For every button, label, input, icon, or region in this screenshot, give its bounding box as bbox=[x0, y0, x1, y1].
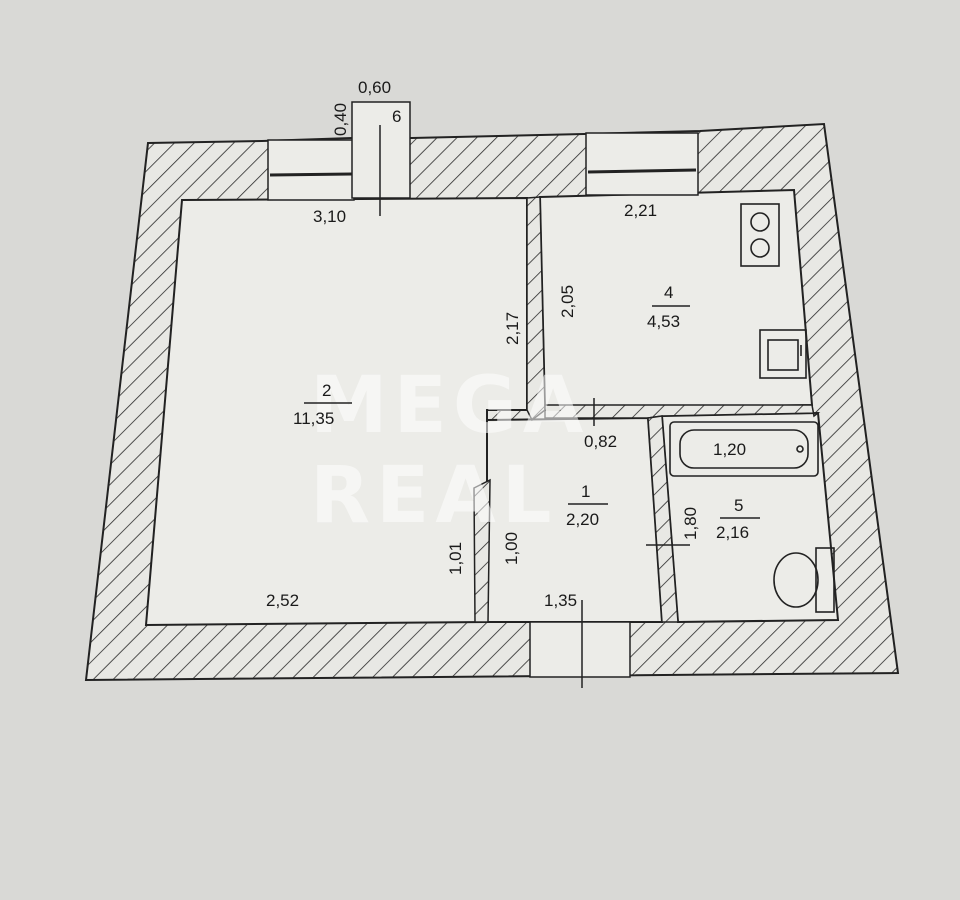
partition-room2-kitchen bbox=[526, 196, 546, 422]
balcony-depth: 0,40 bbox=[331, 103, 350, 136]
dim-kitchen-left: 2,05 bbox=[558, 285, 577, 318]
balcony-width: 0,60 bbox=[358, 78, 391, 97]
windows bbox=[267, 132, 699, 201]
svg-text:REAL: REAL bbox=[310, 451, 557, 541]
room-1-area: 2,20 bbox=[566, 510, 599, 529]
room-5-area: 2,16 bbox=[716, 523, 749, 542]
dim-hall-passage: 0,82 bbox=[584, 432, 617, 451]
dim-room1-left: 1,00 bbox=[502, 532, 521, 565]
dim-bathtub: 1,20 bbox=[713, 440, 746, 459]
room-1-number: 1 bbox=[581, 482, 590, 501]
balcony-box bbox=[351, 101, 411, 199]
room-2-number: 2 bbox=[322, 381, 331, 400]
watermark: MEGA REAL bbox=[310, 361, 589, 541]
room-labels bbox=[304, 305, 760, 519]
dim-room2-bottom: 2,52 bbox=[266, 591, 299, 610]
dim-room2-right: 2,17 bbox=[503, 312, 522, 345]
partition-hall-bath bbox=[647, 415, 679, 623]
room-5-number: 5 bbox=[734, 496, 743, 515]
svg-text:MEGA: MEGA bbox=[310, 361, 589, 451]
balcony-label: 6 bbox=[392, 107, 401, 126]
partition-kitchen-hall bbox=[544, 404, 821, 419]
dim-room2-top: 3,10 bbox=[313, 207, 346, 226]
partition-room2-hall bbox=[473, 478, 491, 623]
window-room2 bbox=[267, 139, 355, 201]
dim-room1-bottom: 1,35 bbox=[544, 591, 577, 610]
dim-bath-left: 1,80 bbox=[681, 507, 700, 540]
partitions bbox=[473, 196, 821, 623]
balcony bbox=[351, 101, 411, 216]
toilet-icon bbox=[773, 547, 835, 613]
bathtub-icon bbox=[669, 421, 819, 477]
sink-icon bbox=[759, 329, 807, 379]
room-2-area: 11,35 bbox=[293, 409, 334, 428]
window-kitchen bbox=[585, 132, 699, 196]
stove-icon bbox=[740, 203, 780, 267]
dim-partition-left: 1,01 bbox=[446, 542, 465, 575]
room-4-area: 4,53 bbox=[647, 312, 680, 331]
room-4-number: 4 bbox=[664, 283, 673, 302]
entry-door bbox=[529, 600, 631, 688]
dim-kitchen-top: 2,21 bbox=[624, 201, 657, 220]
